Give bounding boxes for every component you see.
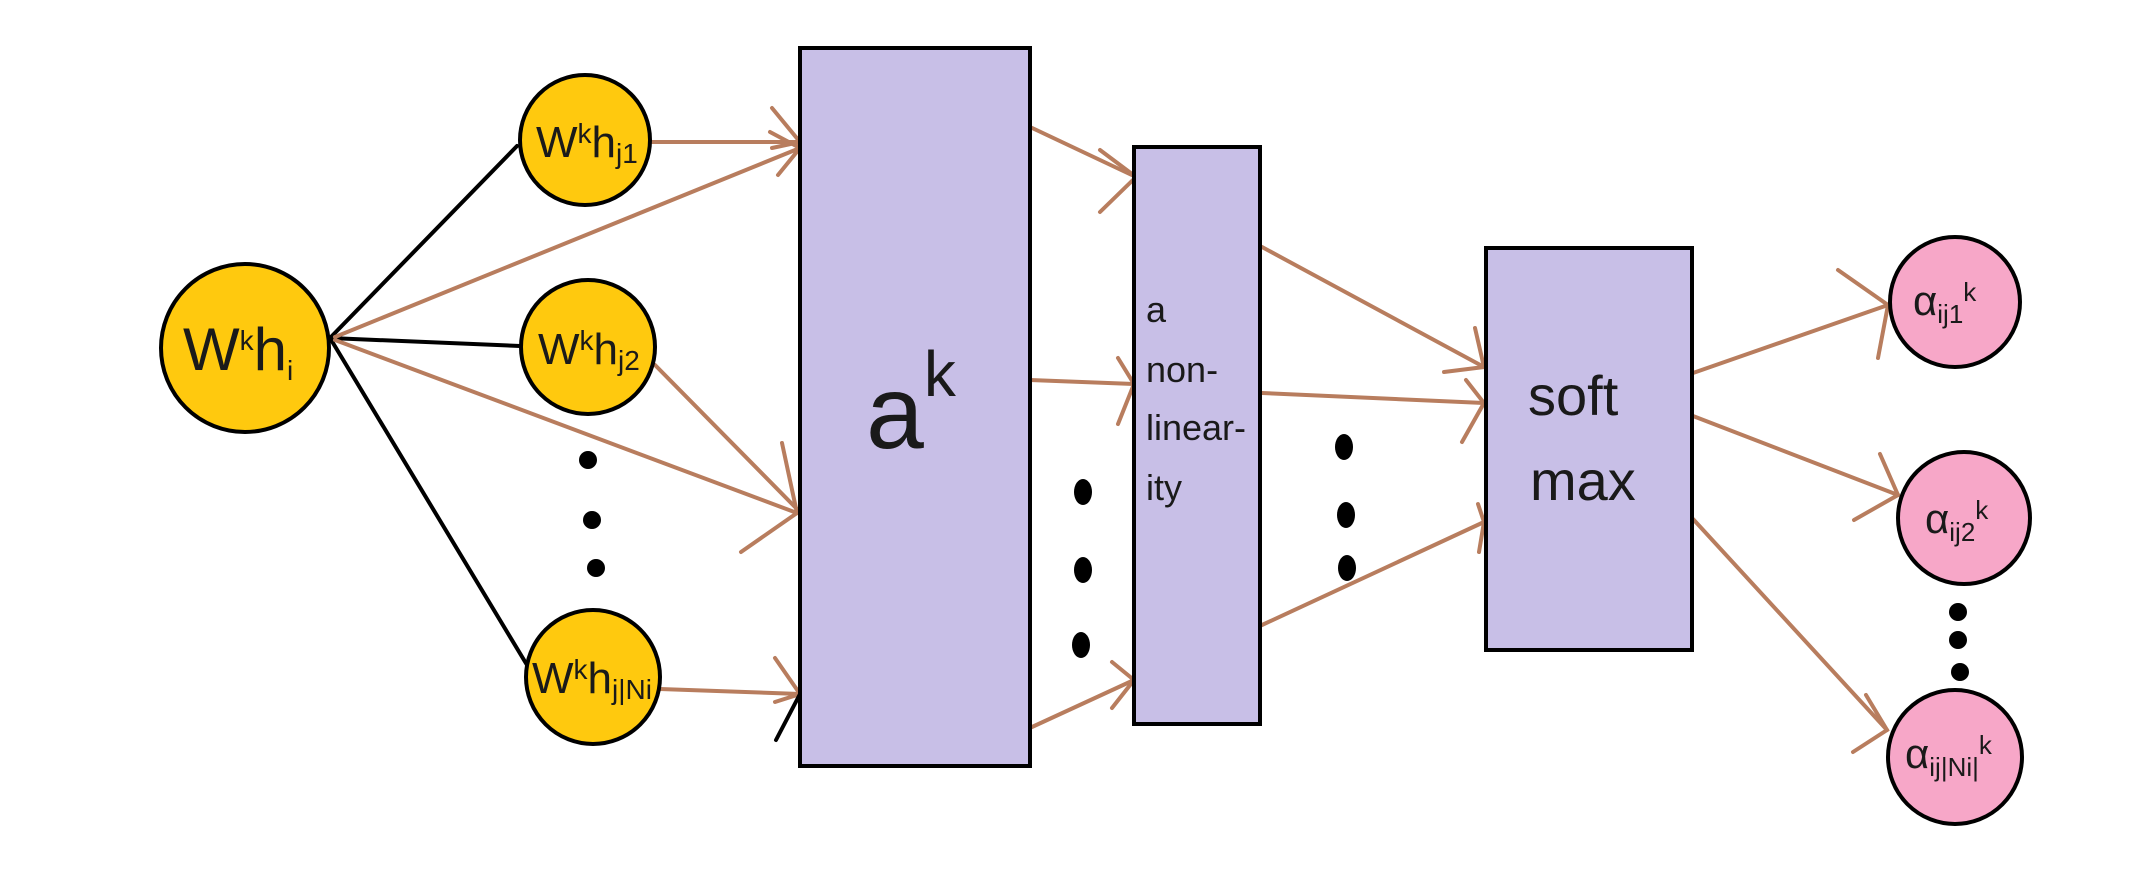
arrow-sm-out-2 <box>1691 414 1900 497</box>
neighbor-node-j2-circle <box>519 278 657 416</box>
arrow-nl-sm-3 <box>1260 520 1486 627</box>
arrow-j2-to-ak <box>653 363 799 511</box>
arrow-sm-out-3 <box>1691 517 1889 732</box>
ellipsis-dot <box>1949 603 1967 621</box>
nl-to-softmax-arrows <box>1260 245 1487 627</box>
arrowhead-source-ak-mid <box>739 441 800 554</box>
output-node-ijNi-circle <box>1886 688 2024 826</box>
output-node-ij1-label: αij1k <box>1913 277 1977 329</box>
ellipsis-dot <box>1338 555 1356 581</box>
source-node-label: Wkhi <box>183 316 293 386</box>
attention-box-rect <box>798 46 1032 768</box>
neighbor-ellipsis <box>579 451 605 577</box>
arrow-ak-nl-3 <box>1030 678 1136 729</box>
connector-to-j1 <box>328 144 519 340</box>
arrow-nl-sm-2 <box>1260 391 1486 405</box>
ellipsis-dot <box>579 451 597 469</box>
arrow-sm-out-1 <box>1691 303 1890 375</box>
output-node-ij1-circle <box>1888 235 2022 369</box>
ellipsis-dot <box>1335 434 1353 460</box>
arrow-ak-nl-2 <box>1028 378 1136 386</box>
ellipsis-dot <box>1337 502 1355 528</box>
nl-sm-ellipsis <box>1335 434 1356 581</box>
neighbor-node-j1-label: Wkhj1 <box>536 118 638 169</box>
arrow-source-to-ak-mid <box>333 338 799 515</box>
neighbor-node-jNi-label: Wkhj|Ni <box>532 654 652 705</box>
output-node-ij2-label: αij2k <box>1925 495 1989 547</box>
output-node-ijNi-label: αij|Ni|k <box>1905 730 1993 782</box>
connector-jNi-tail <box>774 692 802 742</box>
ellipsis-dot <box>1951 663 1969 681</box>
connector-to-j2 <box>328 336 522 348</box>
nonlinearity-line-1: a <box>1146 289 1167 330</box>
arrowhead-sm-out-3 <box>1851 693 1890 754</box>
source-arrows <box>333 130 804 554</box>
output-ellipsis <box>1949 603 1969 681</box>
arrowhead-ak-nl-2 <box>1116 356 1137 426</box>
arrowhead-nl-sm-2 <box>1460 378 1487 444</box>
ellipsis-dot <box>1072 632 1090 658</box>
ellipsis-dot <box>583 511 601 529</box>
ellipsis-dot <box>1074 479 1092 505</box>
arrow-ak-nl-1 <box>1028 125 1138 179</box>
attention-box-label: ak <box>866 338 957 471</box>
neighbor-node-j2: Wkhj2 <box>519 278 657 416</box>
arrowhead-nl-sm-3 <box>1476 502 1487 554</box>
softmax-line-2: max <box>1530 449 1636 512</box>
arrow-jNi-to-ak <box>658 687 802 696</box>
source-node: Wkhi <box>159 262 331 434</box>
ellipsis-dot <box>587 559 605 577</box>
softmax-box-rect <box>1484 246 1694 652</box>
nonlinearity-box: a non- linear- ity <box>1132 145 1262 726</box>
output-node-ij1: αij1k <box>1888 235 2022 369</box>
neighbor-node-j1-circle <box>518 73 652 207</box>
nonlinearity-line-4: ity <box>1146 467 1182 508</box>
arrowhead-sm-out-1 <box>1836 268 1891 360</box>
neighbor-node-jNi: Wkhj|Ni <box>524 608 662 746</box>
neighbor-node-j2-label: Wkhj2 <box>538 325 640 376</box>
arrow-nl-sm-1 <box>1260 245 1486 369</box>
neighbor-arrows <box>650 106 804 742</box>
softmax-box: soft max <box>1484 246 1694 652</box>
neighbor-node-jNi-circle <box>524 608 662 746</box>
source-connectors <box>328 144 529 667</box>
softmax-to-output-arrows <box>1691 268 1901 754</box>
output-node-ij2-circle <box>1896 450 2032 586</box>
arrow-source-to-ak-top <box>333 146 802 339</box>
connector-to-jNi <box>328 336 529 667</box>
ellipsis-dot <box>1949 631 1967 649</box>
nonlinearity-box-rect <box>1132 145 1262 726</box>
arrowhead-sm-out-2 <box>1852 452 1901 522</box>
neighbor-node-j1: Wkhj1 <box>518 73 652 207</box>
softmax-line-1: soft <box>1528 364 1619 427</box>
output-node-ijNi: αij|Ni|k <box>1886 688 2024 826</box>
attention-box: ak <box>798 46 1032 768</box>
nonlinearity-line-3: linear- <box>1146 407 1246 448</box>
output-node-ij2: αij2k <box>1896 450 2032 586</box>
arrowhead-ak-nl-1 <box>1098 148 1140 214</box>
source-node-circle <box>159 262 331 434</box>
ellipsis-dot <box>1074 557 1092 583</box>
nonlinearity-line-2: non- <box>1146 349 1218 390</box>
ak-nl-ellipsis <box>1072 479 1092 658</box>
